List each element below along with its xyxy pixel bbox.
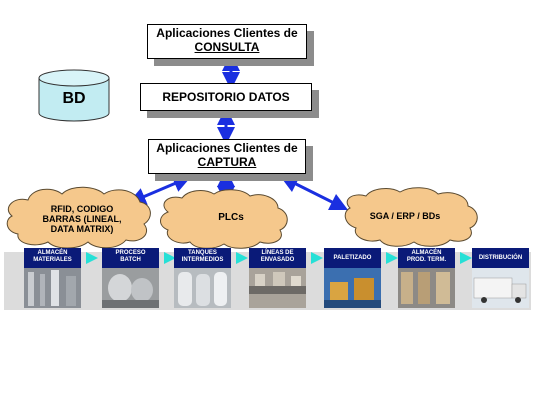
cloud-rfid-line: DATA MATRIX) <box>50 224 114 234</box>
consulta-line1: Aplicaciones Clientes de <box>156 26 298 40</box>
flow-arrow <box>86 252 98 264</box>
flow-arrow <box>164 252 176 264</box>
flow-arrow <box>460 252 472 264</box>
cloud-rfid <box>6 186 151 249</box>
stage-label-line: INTERMEDIOS <box>181 257 224 263</box>
stage-almacen-materiales: ALMACÉN MATERIALES <box>24 248 98 308</box>
packaging-line-photo <box>249 268 306 308</box>
stage-lineas-envasado: LÍNEAS DE ENVASADO <box>249 248 323 308</box>
flow-arrow <box>236 252 248 264</box>
flow-arrow <box>311 252 323 264</box>
stage-label: ALMACÉN PROD. TERM. <box>398 248 455 268</box>
warehouse-photo <box>24 268 81 308</box>
repositorio-box: REPOSITORIO DATOS <box>140 83 312 111</box>
stage-label-line: LÍNEAS DE <box>261 250 294 256</box>
stage-label-line: TANQUES <box>188 250 217 256</box>
stage-almacen-prod-term: ALMACÉN PROD. TERM. <box>398 248 472 308</box>
stage-label-line: PROD. TERM. <box>406 257 447 263</box>
stage-label-line: MATERIALES <box>33 257 72 263</box>
stage-label: TANQUES INTERMEDIOS <box>174 248 231 268</box>
cloud-plc <box>160 189 288 249</box>
cloud-rfid-line: RFID, CODIGO <box>50 204 114 214</box>
stage-label-line: ALMACÉN <box>37 250 68 256</box>
cloud-sga-label: SGA / ERP / BDs <box>369 211 441 221</box>
cloud-plc-label: PLCs <box>218 212 244 223</box>
stage-label: LÍNEAS DE ENVASADO <box>249 248 306 268</box>
finished-goods-warehouse-photo <box>398 268 455 308</box>
consulta-line2: CONSULTA <box>194 40 260 54</box>
stage-label-line: PROCESO <box>115 250 146 256</box>
database-cylinder <box>38 69 110 122</box>
stage-label-line: ENVASADO <box>260 257 295 263</box>
arrow-captura-rfid <box>127 175 192 205</box>
stage-label-line: DISTRIBUCIÓN <box>478 255 523 261</box>
captura-line2: CAPTURA <box>197 155 257 169</box>
stage-tanques-intermedios: TANQUES INTERMEDIOS <box>174 248 248 308</box>
flow-arrow <box>386 252 398 264</box>
stage-label-line: PALETIZADO <box>333 255 372 261</box>
trucks-photo <box>472 268 529 308</box>
cloud-rfid-label: RFID, CODIGO BARRAS (LINEAL, DATA MATRIX… <box>28 204 136 234</box>
cloud-sga <box>344 187 478 247</box>
consulta-apps-box: Aplicaciones Clientes de CONSULTA <box>147 24 307 59</box>
stage-distribucion: DISTRIBUCIÓN <box>472 248 529 308</box>
stage-label-line: BATCH <box>120 257 141 263</box>
cloud-rfid-line: BARRAS (LINEAL, <box>42 214 122 224</box>
stage-proceso-batch: PROCESO BATCH <box>102 248 176 308</box>
arrow-captura-sga <box>279 175 349 211</box>
stage-label: PALETIZADO <box>324 248 381 268</box>
palletizing-photo <box>324 268 381 308</box>
tanks-photo <box>174 268 231 308</box>
stage-paletizado: PALETIZADO <box>324 248 398 308</box>
database-label: BD <box>62 90 86 107</box>
stage-label: DISTRIBUCIÓN <box>472 248 529 268</box>
captura-line1: Aplicaciones Clientes de <box>156 141 298 155</box>
batch-process-photo <box>102 268 159 308</box>
stage-label-line: ALMACÉN <box>411 250 442 256</box>
stage-label: ALMACÉN MATERIALES <box>24 248 81 268</box>
captura-apps-box: Aplicaciones Clientes de CAPTURA <box>148 139 306 174</box>
stage-label: PROCESO BATCH <box>102 248 159 268</box>
